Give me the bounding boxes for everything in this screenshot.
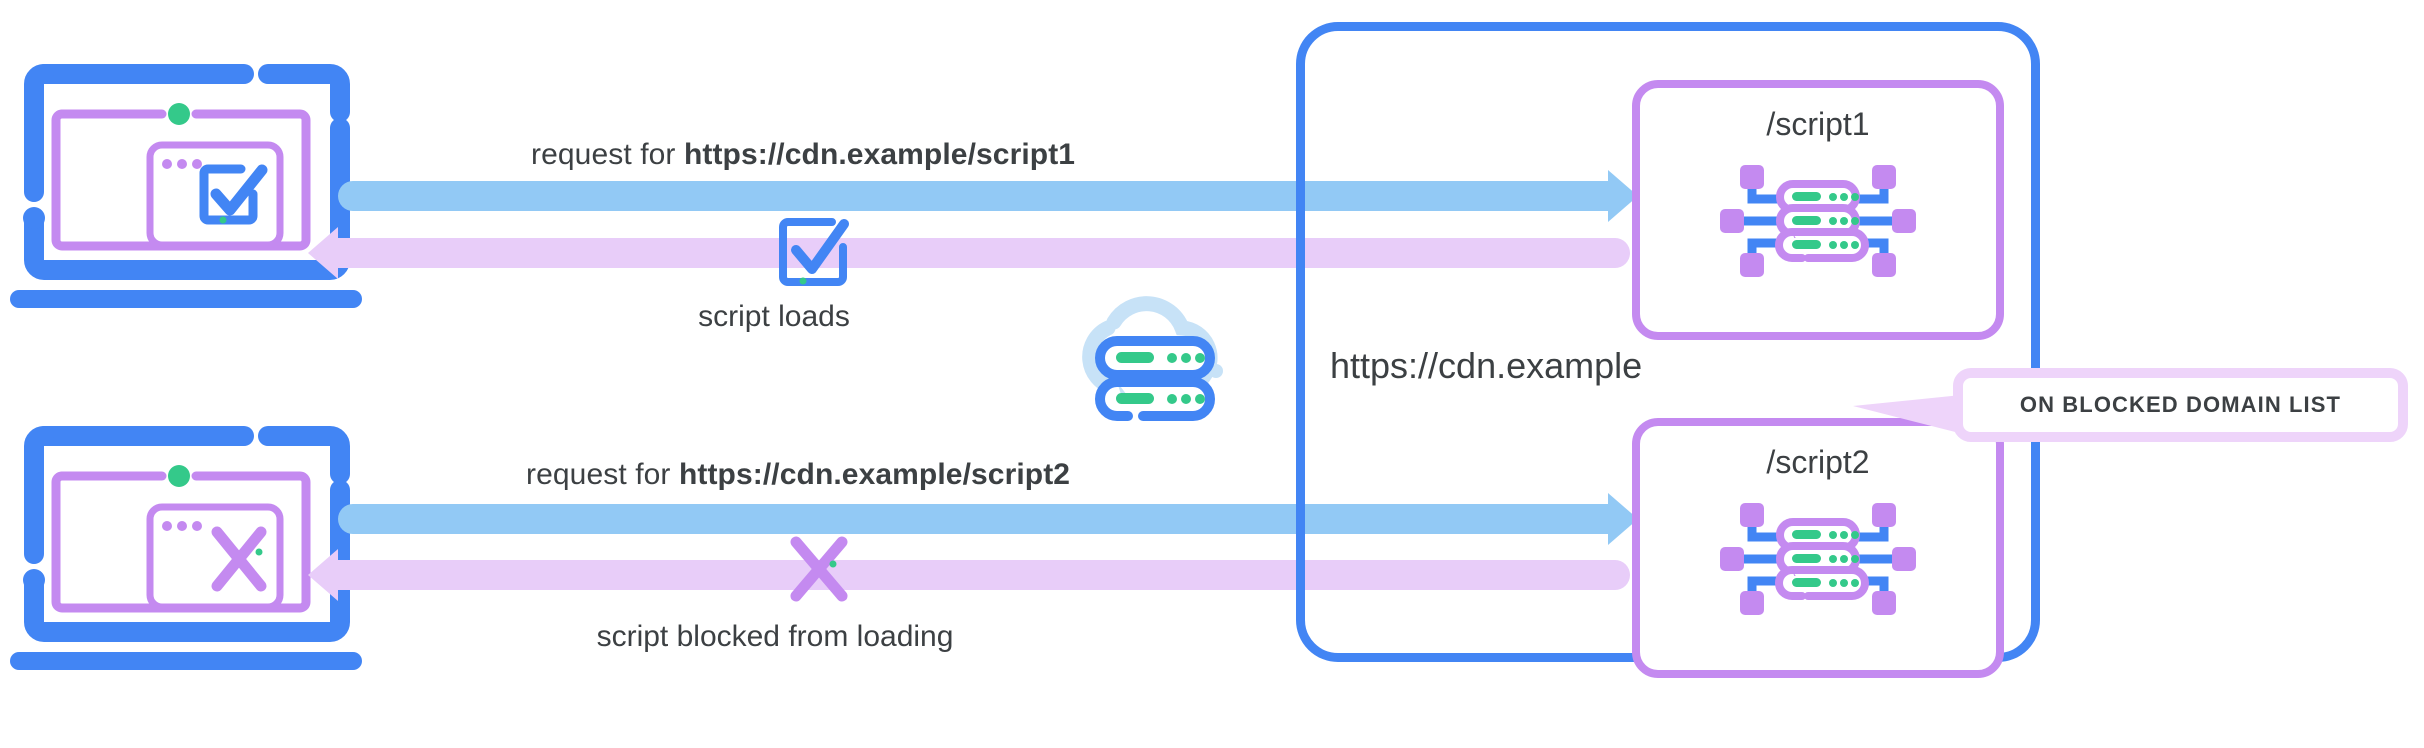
laptop-check-icon [10, 64, 362, 308]
checkbox-check-icon [779, 218, 849, 286]
cloud-server-icon [1082, 296, 1223, 421]
status-dot-green [168, 103, 190, 125]
script2-title: /script2 [1766, 444, 1870, 480]
script1-icon-wrap [1640, 159, 1996, 283]
server-network-icon [1720, 165, 1916, 277]
request-url: https://cdn.example/script1 [683, 138, 1076, 171]
browser-laptop-blocked [10, 408, 380, 688]
cdn-cloud-icon-wrap [1060, 288, 1250, 438]
request-prefix: request for [531, 138, 684, 171]
cross-x-icon [790, 536, 848, 602]
request-prefix: request for [526, 458, 679, 491]
script1-card[interactable]: /script1 [1632, 80, 2004, 340]
blocked-domain-callout[interactable]: ON BLOCKED DOMAIN LIST [1953, 368, 2408, 442]
callout-label: ON BLOCKED DOMAIN LIST [2019, 392, 2342, 417]
callout-tail [1853, 392, 1973, 438]
result-caption-script2: script blocked from loading [596, 620, 954, 653]
result-icon-script2 [780, 530, 858, 608]
status-dot-green [168, 465, 190, 487]
request-url: https://cdn.example/script2 [678, 458, 1071, 491]
cdn-host-label: https://cdn.example [1330, 345, 1643, 386]
script2-card[interactable]: /script2 [1632, 418, 2004, 678]
script2-icon-wrap [1640, 497, 1996, 621]
request-label-script1: request for https://cdn.example/script1 [531, 138, 1075, 172]
server-network-icon [1720, 503, 1916, 615]
callout-pointer-icon [1853, 394, 1971, 436]
request-label-script2: request for https://cdn.example/script2 [526, 458, 1070, 492]
script1-title: /script1 [1766, 106, 1870, 142]
result-icon-script1 [774, 209, 854, 289]
laptop-x-icon [10, 426, 362, 670]
result-caption-script1: script loads [698, 300, 850, 333]
browser-laptop-allowed [10, 46, 380, 326]
